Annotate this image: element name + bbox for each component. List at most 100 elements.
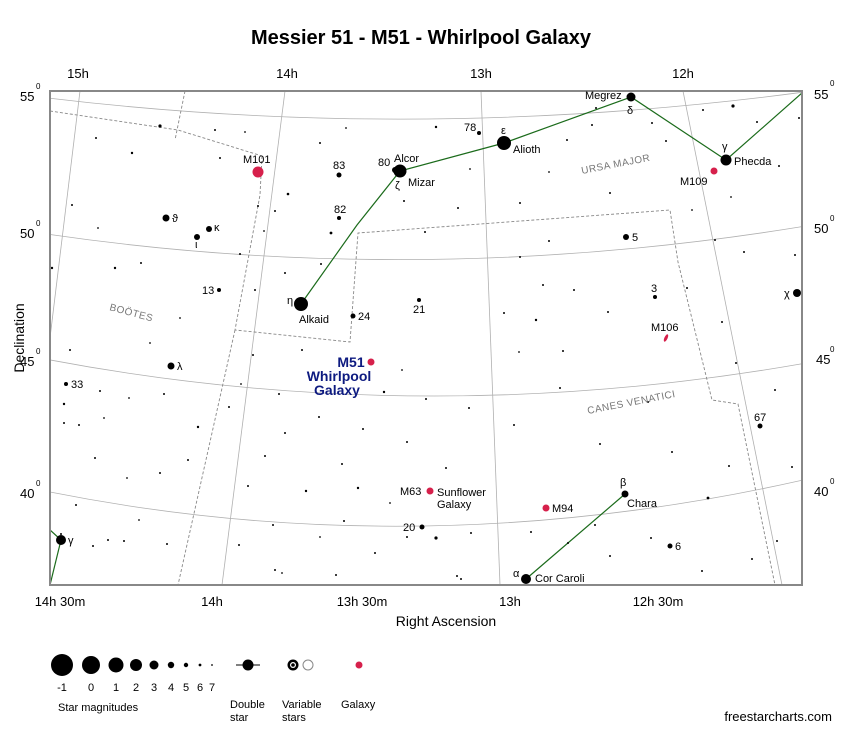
star-lambda: [167, 362, 175, 370]
label-5: 5: [632, 232, 638, 244]
legend-galaxy-label: Galaxy: [341, 699, 376, 711]
degree-mark: 0: [830, 477, 835, 486]
faint-star: [97, 227, 99, 229]
label-67: 67: [754, 412, 766, 424]
faint-star: [78, 424, 80, 426]
faint-star: [701, 570, 703, 572]
dec-grid-line: [50, 226, 802, 261]
faint-star: [244, 131, 246, 133]
galaxy-labels: M101 M109 M106 M63 Sunflower Galaxy M94: [243, 154, 708, 515]
faint-star: [159, 472, 161, 474]
label-83: 83: [333, 160, 345, 172]
legend-double-star: Double star: [230, 659, 265, 724]
source-credit[interactable]: freestarcharts.com: [724, 709, 832, 724]
bootes-line: [50, 539, 62, 585]
boundary-line: [174, 91, 186, 141]
dec-grid: [50, 91, 802, 527]
faint-star: [166, 543, 168, 545]
galaxy-m51-marker[interactable]: [367, 358, 375, 366]
label-megrez: Megrez: [585, 90, 622, 102]
faint-star: [304, 489, 308, 493]
label-kappa: κ: [214, 222, 220, 234]
legend-mag-label: -1: [57, 682, 67, 694]
star-labels: Megrez δ γ Phecda ε Alioth 78 Alcor 80 ζ…: [68, 90, 790, 585]
faint-star: [425, 398, 427, 400]
label-lambda: λ: [177, 361, 183, 373]
faint-stars: [50, 104, 800, 580]
faint-star: [424, 231, 426, 233]
star-5: [623, 234, 629, 240]
faint-star: [591, 124, 593, 126]
ra-grid-line: [50, 91, 81, 342]
target-whirlpool: Whirlpool: [307, 368, 372, 384]
faint-star: [228, 406, 230, 408]
galaxy-m63-marker[interactable]: [426, 487, 434, 495]
faint-star: [470, 532, 472, 534]
faint-star: [286, 192, 290, 196]
degree-mark: 0: [36, 347, 41, 356]
legend-mag-6: [167, 661, 175, 669]
ra-top-label: 14h: [276, 66, 298, 81]
label-6: 6: [675, 541, 681, 553]
y-axis-title: Declination: [11, 303, 27, 372]
big-dipper-line: [300, 92, 802, 305]
legend-mag-4: [130, 659, 142, 671]
label-beta: β: [620, 477, 626, 489]
legend-mag-5: [149, 660, 159, 670]
label-mizar: Mizar: [408, 177, 435, 189]
degree-mark: 0: [36, 219, 41, 228]
dec-left-label: 45: [20, 354, 34, 369]
double-star-symbol: [242, 659, 254, 671]
galaxy-m106-marker[interactable]: [663, 334, 669, 343]
faint-star: [401, 369, 403, 371]
faint-star: [107, 539, 109, 541]
ra-top-label: 12h: [672, 66, 694, 81]
faint-star: [95, 137, 97, 139]
faint-star: [247, 485, 249, 487]
galaxy-m109-marker[interactable]: [710, 167, 718, 175]
faint-star: [284, 272, 286, 274]
label-gamma-uma: γ: [722, 141, 728, 153]
dec-left-label: 50: [20, 226, 34, 241]
legend-mag-8: [198, 663, 202, 667]
label-chi: χ: [784, 288, 790, 300]
label-20: 20: [403, 522, 415, 534]
faint-star: [671, 451, 673, 453]
ra-bottom-label: 14h 30m: [35, 594, 86, 609]
faint-star: [456, 575, 458, 577]
legend-mag-label: 7: [209, 682, 215, 694]
degree-mark: 0: [36, 82, 41, 91]
faint-star: [219, 157, 221, 159]
faint-star: [92, 545, 94, 547]
x-axis-title: Right Ascension: [396, 613, 496, 629]
faint-star: [341, 463, 343, 465]
axis-labels: 15h 14h 13h 12h 14h 30m 14h 13h 30m 13h …: [20, 66, 835, 609]
label-alpha: α: [513, 568, 520, 580]
faint-star: [281, 572, 283, 574]
legend-mag-1: [51, 654, 73, 676]
faint-star: [519, 256, 521, 258]
galaxy-m101-marker[interactable]: [252, 166, 264, 178]
galaxy-m94-marker[interactable]: [542, 504, 550, 512]
faint-star: [665, 140, 667, 142]
faint-star: [335, 574, 337, 576]
faint-star: [264, 455, 266, 457]
plot-frame: [49, 90, 803, 586]
label-sunflower-1: Sunflower: [437, 487, 486, 499]
star-83: [336, 172, 342, 178]
faint-star: [272, 524, 274, 526]
label-zeta: ζ: [395, 180, 400, 192]
faint-star: [278, 393, 280, 395]
faint-star: [128, 397, 130, 399]
faint-star: [130, 151, 134, 155]
label-chara: Chara: [627, 498, 658, 510]
faint-star: [274, 210, 276, 212]
faint-star: [301, 349, 303, 351]
faint-star: [126, 477, 128, 479]
label-78: 78: [464, 122, 476, 134]
faint-star: [75, 504, 77, 506]
star-theta: [162, 214, 170, 222]
star-6: [667, 543, 673, 549]
label-m101: M101: [243, 154, 271, 166]
faint-star: [599, 443, 601, 445]
